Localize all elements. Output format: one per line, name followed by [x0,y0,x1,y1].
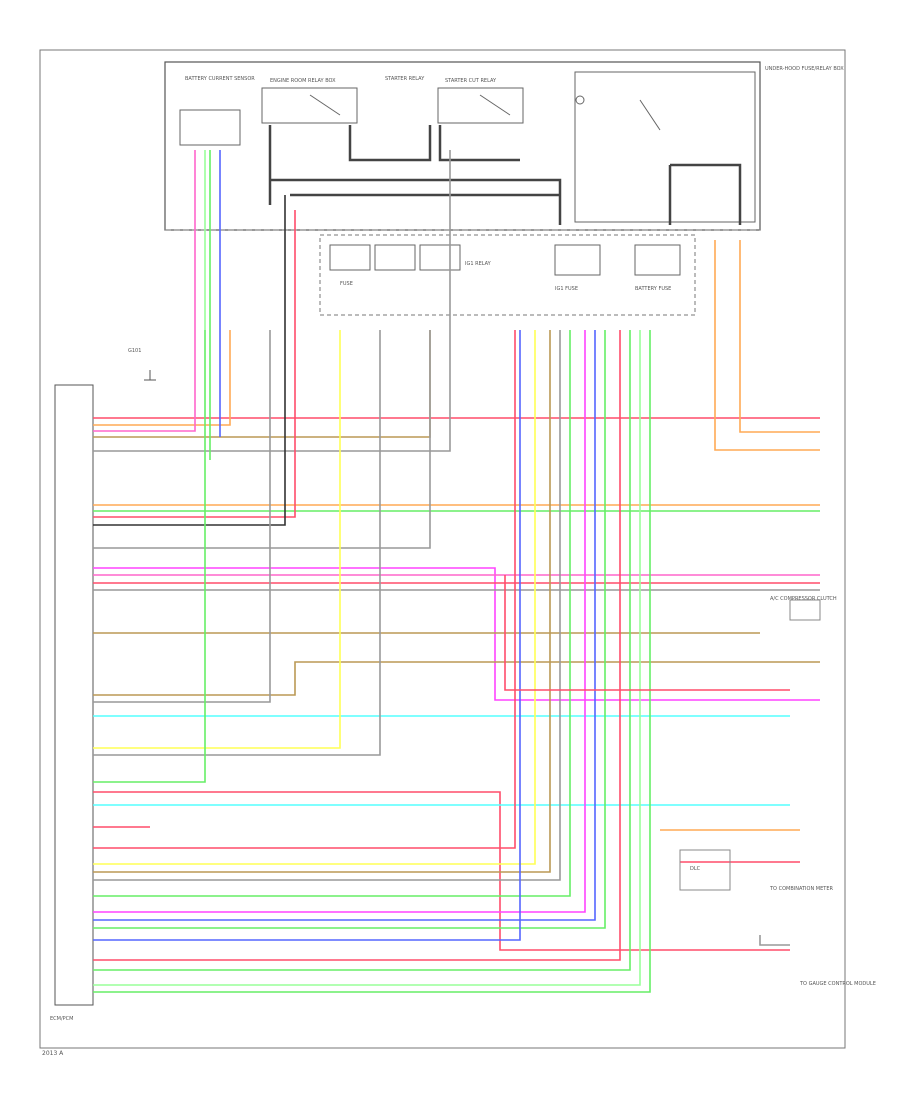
wire-yellow-25 [93,330,536,865]
wire-brown-26 [93,330,551,873]
engine-room-relay-label: ENGINE ROOM RELAY BOX [270,78,336,84]
wire-red-42 [504,575,790,691]
svg-text:DLC: DLC [690,866,701,872]
wire-red-24 [93,330,516,849]
mid-relay-ig1: IG1 RELAY [374,244,492,271]
power-bus [268,125,742,225]
wire-magenta-29 [93,330,586,913]
wire-black-8 [93,195,286,526]
svg-text:IG1 FUSE: IG1 FUSE [555,286,578,292]
wire-red-33 [93,330,621,961]
wire-red-21 [93,791,790,951]
wire-green-31 [93,330,606,929]
wire-gray-45 [759,935,790,946]
battery-relay [574,71,756,223]
wire-red-7 [93,210,296,518]
right-ref-1: A/C COMPRESSOR CLUTCH [770,596,837,621]
wire-green-36 [93,330,651,993]
battery-current-sensor-label: BATTERY CURRENT SENSOR [185,76,255,82]
wire-gray-27 [93,330,561,881]
right-ref-2: TO COMBINATION METER [769,886,833,892]
wire-yellow-18 [93,330,341,749]
mid-fuse-area [319,234,696,316]
ground-symbol: G101 [128,348,156,381]
mid-fuse-1: FUSE [329,244,371,287]
battery-current-sensor: BATTERY CURRENT SENSOR [179,76,255,146]
svg-text:A/C COMPRESSOR CLUTCH: A/C COMPRESSOR CLUTCH [770,596,837,602]
wire-magenta-10 [93,567,820,701]
right-ref-3: TO GAUGE CONTROL MODULE [799,981,876,987]
svg-text:TO GAUGE CONTROL MODULE: TO GAUGE CONTROL MODULE [799,981,876,987]
wire-lightgreen-35 [93,330,641,986]
wire-blue-32 [93,330,521,941]
svg-text:IG1 RELAY: IG1 RELAY [465,261,492,267]
starter-cut-relay-label: STARTER CUT RELAY [445,78,497,84]
diagram-frame [39,49,846,1049]
svg-text:UNDER-HOOD FUSE/RELAY BOX: UNDER-HOOD FUSE/RELAY BOX [765,66,844,72]
wire-gray-4 [93,150,451,452]
wire-group [93,150,820,993]
mid-battery-fuse: BATTERY FUSE [634,244,681,292]
fuse-relay-box-label: UNDER-HOOD FUSE/RELAY BOX [765,66,844,72]
starter-cut-relay: STARTER CUT RELAY [437,78,524,124]
starter-relay: STARTER RELAY [385,76,425,82]
ground-label: G101 [128,348,141,354]
wire-green-34 [93,330,631,971]
dlc-block: DLC [679,849,731,891]
ecm-label: ECM/PCM [50,1016,73,1022]
ecm-connector: ECM/PCM [50,384,94,1022]
wire-orange-41 [739,240,820,433]
wire-orange-1 [93,330,231,426]
wire-pink-2 [93,150,196,432]
svg-text:FUSE: FUSE [340,281,353,287]
wire-green-20 [93,330,206,783]
starter-relay-label: STARTER RELAY [385,76,425,82]
wire-gray-19 [93,330,381,756]
engine-room-relay: ENGINE ROOM RELAY BOX [261,78,358,124]
svg-text:BATTERY FUSE: BATTERY FUSE [635,286,671,292]
mid-ig1-fuse: IG1 FUSE [554,244,601,292]
footer-label: 2013 A [42,1050,64,1057]
wire-brown-15 [93,661,820,696]
wire-orange-40 [714,240,820,451]
wire-blue-30 [93,330,596,921]
wire-green-28 [93,330,571,897]
svg-text:TO COMBINATION METER: TO COMBINATION METER [769,886,833,892]
wire-gray-16 [93,330,271,703]
